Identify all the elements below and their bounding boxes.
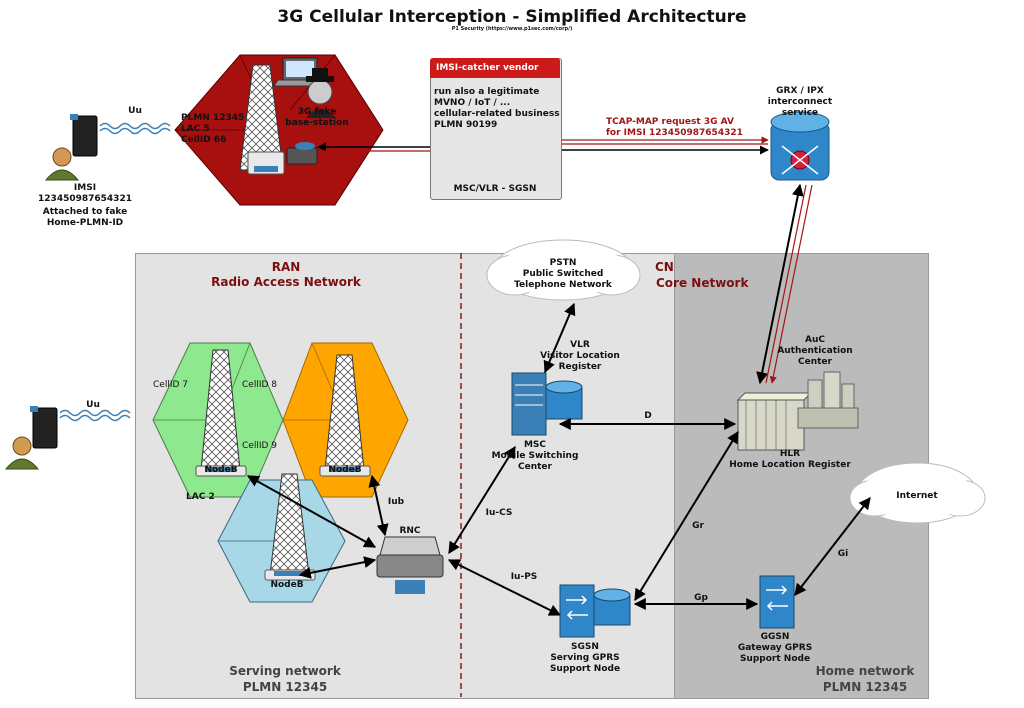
- vendor-desc-2: MVNO / IoT / ...: [434, 98, 511, 108]
- gi-label: Gi: [837, 549, 849, 559]
- ggsn-line2: Gateway GPRS: [737, 643, 813, 653]
- grx-line3: service: [781, 108, 819, 118]
- fake-lac: LAC 5: [181, 124, 210, 134]
- msc-line3: Center: [518, 462, 552, 472]
- msc-line2: Mobile Switching: [491, 451, 579, 461]
- auc-icon: [797, 371, 859, 429]
- vlr-line1: VLR: [570, 340, 590, 350]
- imsi-attached: Attached to fake: [42, 207, 128, 217]
- hlr-line2: Home Location Register: [729, 460, 851, 470]
- serving-network-plmn: PLMN 12345: [242, 680, 328, 694]
- grx-line1: GRX / IPX: [776, 86, 824, 96]
- nodeb-blue-label: NodeB: [270, 580, 304, 590]
- vendor-desc-1: run also a legitimate: [434, 87, 540, 97]
- vendor-box: [430, 58, 562, 200]
- user-left-icon: [12, 436, 32, 456]
- hlr-icon: [736, 392, 813, 451]
- vendor-desc-3: cellular-related business: [434, 109, 560, 119]
- fake-bts-label: 3G fake base-station: [285, 107, 349, 128]
- d-label: D: [644, 411, 652, 421]
- iub-label: Iub: [387, 497, 405, 507]
- serving-network-title: Serving network: [229, 664, 341, 678]
- user-top-icon: [52, 147, 72, 167]
- imsi-value: 123450987654321: [38, 194, 132, 204]
- rnc-label: RNC: [399, 526, 421, 536]
- cellid-8: CellID 8: [242, 380, 277, 390]
- fake-cellid: CellID 66: [181, 135, 227, 145]
- pstn-cloud: [486, 239, 641, 301]
- msc-line1: MSC: [523, 440, 547, 450]
- pstn-line3: Telephone Network: [514, 280, 612, 290]
- ggsn-icon: [759, 575, 795, 629]
- vendor-server-label: MSC/VLR - SGSN: [453, 184, 537, 194]
- vlr-line2: Visitor Location: [540, 351, 620, 361]
- nodeb-orange-label: NodeB: [328, 465, 362, 475]
- cellid-9: CellID 9: [242, 441, 277, 451]
- fake-plmn: PLMN 12345: [181, 113, 245, 123]
- page-title: 3G Cellular Interception - Simplified Ar…: [277, 7, 747, 27]
- internet-label: Internet: [896, 491, 938, 501]
- phone-left-icon: [32, 407, 58, 449]
- auc-line1: AuC: [805, 335, 825, 345]
- imsi-home-plmn: Home-PLMN-ID: [46, 218, 124, 228]
- ggsn-line1: GGSN: [760, 632, 790, 642]
- cn-title: CN: [655, 260, 674, 274]
- msc-icon: [511, 372, 583, 436]
- uu-top-label: Uu: [128, 106, 142, 116]
- iucs-label: Iu-CS: [485, 508, 513, 518]
- nodeb-green-label: NodeB: [204, 465, 238, 475]
- auc-line2: Authentication: [777, 346, 853, 356]
- ran-subtitle: Radio Access Network: [211, 275, 361, 289]
- home-network-plmn: PLMN 12345: [822, 680, 908, 694]
- phone-top-icon: [72, 115, 98, 157]
- vendor-header: IMSI-catcher vendor: [430, 58, 560, 78]
- gr-label: Gr: [692, 521, 704, 531]
- gp-label: Gp: [694, 593, 708, 603]
- grx-router-icon: [770, 111, 830, 181]
- tcap-line2: for IMSI 123450987654321: [606, 128, 743, 138]
- pstn-line1: PSTN: [549, 258, 577, 268]
- auc-line3: Center: [798, 357, 832, 367]
- pstn-line2: Public Switched: [522, 269, 604, 279]
- sgsn-icon: [559, 584, 631, 638]
- tcap-line1: TCAP-MAP request 3G AV: [606, 117, 734, 127]
- home-network-title: Home network: [815, 664, 915, 678]
- grx-line2: interconnect: [767, 97, 833, 107]
- page-subtitle: P1 Security (https://www.p1sec.com/corp/…: [451, 26, 573, 32]
- hlr-line1: HLR: [779, 449, 801, 459]
- sgsn-line1: SGSN: [571, 642, 599, 652]
- cellid-7: CellID 7: [153, 380, 188, 390]
- lac-2: LAC 2: [186, 492, 215, 502]
- ran-title: RAN: [271, 260, 301, 274]
- sgsn-line3: Support Node: [549, 664, 621, 674]
- vlr-line3: Register: [558, 362, 602, 372]
- rnc-icon: [376, 536, 444, 594]
- vendor-desc-4: PLMN 90199: [434, 120, 498, 130]
- sgsn-line2: Serving GPRS: [550, 653, 620, 663]
- iups-label: Iu-PS: [510, 572, 538, 582]
- uu-left-label: Uu: [86, 400, 100, 410]
- ggsn-line3: Support Node: [739, 654, 811, 664]
- imsi-label: IMSI: [73, 183, 97, 193]
- cn-subtitle: Core Network: [656, 276, 749, 290]
